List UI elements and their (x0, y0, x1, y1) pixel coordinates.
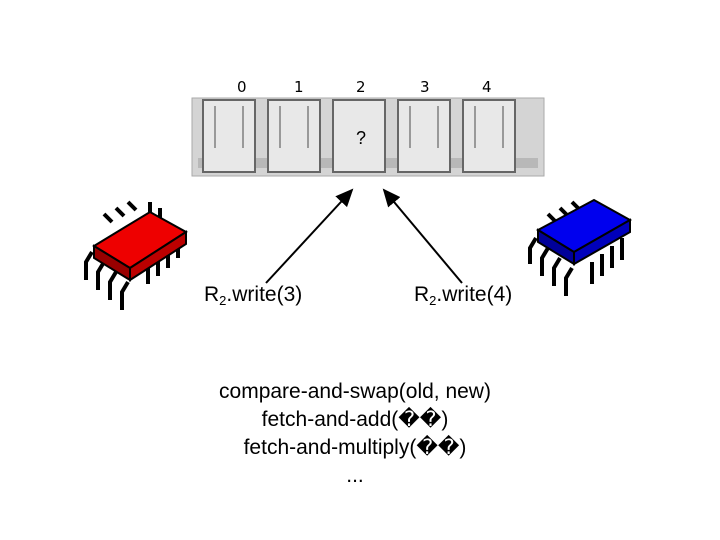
operation-fetch-multiply: fetch-and-multiply(��) (243, 436, 467, 459)
arrow-right-write (382, 188, 463, 284)
operations-list: compare-and-swap(old, new) fetch-and-add… (160, 378, 550, 490)
memory-cell-3 (397, 99, 451, 173)
memory-module (191, 97, 545, 177)
memory-cell-0 (202, 99, 256, 173)
register-subscript: 2 (219, 293, 227, 308)
register-name: R (414, 283, 430, 306)
processor-chip-blue (528, 198, 633, 296)
memory-cell-2 (332, 99, 386, 173)
register-subscript: 2 (429, 293, 437, 308)
write-op: .write(3) (226, 283, 303, 306)
memory-index-4: 4 (482, 78, 492, 96)
memory-index-3: 3 (420, 78, 430, 96)
right-processor-label: R2.write(4) (414, 283, 512, 308)
memory-cell-1 (267, 99, 321, 173)
arrow-left-write (265, 188, 354, 284)
memory-cell-value: ? (356, 128, 367, 148)
memory-cell-4 (462, 99, 516, 173)
memory-index-2: 2 (356, 78, 366, 96)
operation-cas: compare-and-swap(old, new) (219, 380, 491, 403)
register-name: R (204, 283, 220, 306)
memory-index-0: 0 (237, 78, 247, 96)
processor-chip-red (84, 200, 188, 310)
operation-ellipsis: ... (346, 464, 364, 487)
operation-fetch-add: fetch-and-add(��) (261, 408, 449, 431)
write-op: .write(4) (436, 283, 513, 306)
memory-index-1: 1 (294, 78, 304, 96)
left-processor-label: R2.write(3) (204, 283, 302, 308)
